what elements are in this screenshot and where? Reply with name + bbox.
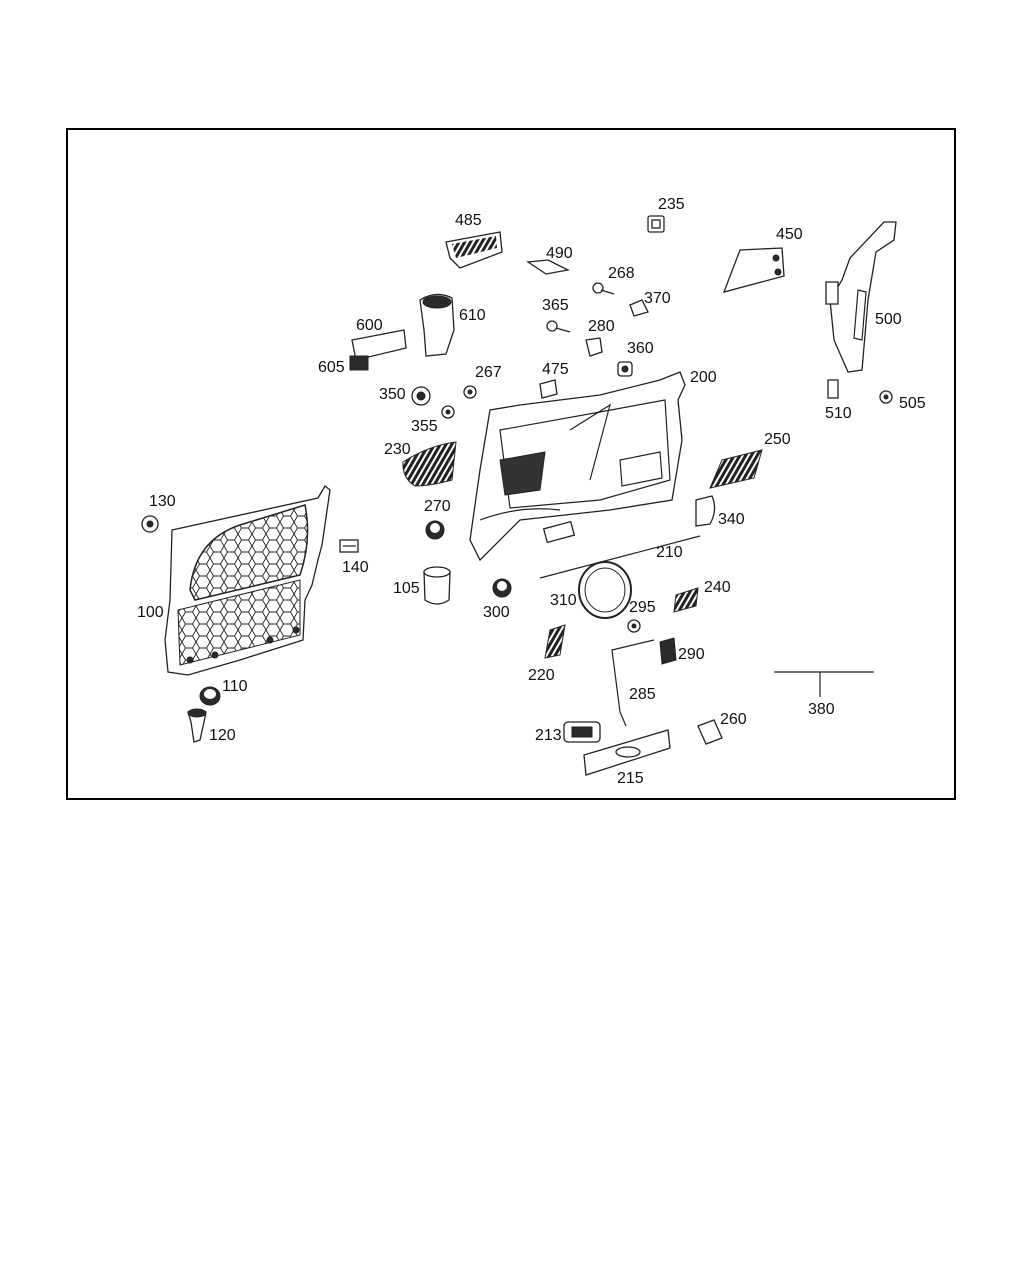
part-270-clip	[425, 520, 445, 540]
callout-450: 450	[776, 226, 803, 243]
part-260-clip	[697, 719, 723, 745]
callout-300: 300	[483, 604, 510, 621]
part-370-clip	[629, 299, 649, 317]
part-505-screw	[879, 390, 893, 404]
callout-610: 610	[459, 307, 486, 324]
part-450-panel	[722, 247, 785, 293]
callout-268: 268	[608, 265, 635, 282]
callout-355: 355	[411, 418, 438, 435]
callout-280: 280	[588, 318, 615, 335]
part-267-screw	[463, 385, 477, 399]
callout-365: 365	[542, 297, 569, 314]
callout-215: 215	[617, 770, 644, 787]
callout-270: 270	[424, 498, 451, 515]
part-295-screw	[627, 619, 641, 633]
part-110-clip	[199, 686, 221, 706]
callout-350: 350	[379, 386, 406, 403]
callout-120: 120	[209, 727, 236, 744]
part-130-push-clip	[141, 515, 159, 533]
callout-295: 295	[629, 599, 656, 616]
callout-220: 220	[528, 667, 555, 684]
callout-100: 100	[137, 604, 164, 621]
part-510-clip	[827, 379, 839, 399]
part-120-fastener	[187, 708, 207, 743]
callout-140: 140	[342, 559, 369, 576]
callout-240: 240	[704, 579, 731, 596]
callout-490: 490	[546, 245, 573, 262]
part-610-outlet-housing	[419, 293, 455, 357]
part-105-cup-holder	[423, 566, 451, 605]
part-310-seal-ring	[578, 561, 632, 619]
callout-290: 290	[678, 646, 705, 663]
part-350-grommet	[411, 386, 431, 406]
part-365-screw	[546, 320, 571, 333]
callout-213: 213	[535, 727, 562, 744]
part-340-cover	[695, 495, 716, 527]
callout-360: 360	[627, 340, 654, 357]
part-268-screw	[592, 282, 615, 295]
part-213-handle	[563, 721, 601, 743]
part-475-clip	[539, 379, 558, 399]
callout-505: 505	[899, 395, 926, 412]
callout-105: 105	[393, 580, 420, 597]
callout-500: 500	[875, 311, 902, 328]
callout-267: 267	[475, 364, 502, 381]
callout-340: 340	[718, 511, 745, 528]
callout-380: 380	[808, 701, 835, 718]
part-285-rod	[611, 639, 655, 727]
part-380-reference-line	[774, 671, 874, 697]
part-500-bracket	[825, 221, 897, 373]
callout-130: 130	[149, 493, 176, 510]
part-240-vent	[673, 587, 699, 613]
part-300-clip	[492, 578, 512, 598]
part-200-quarter-trim-panel	[469, 371, 686, 562]
part-235-cap	[647, 215, 665, 233]
callout-600: 600	[356, 317, 383, 334]
part-280-bracket	[585, 337, 603, 357]
callout-250: 250	[764, 431, 791, 448]
diagram-frame	[66, 128, 956, 800]
callout-210: 210	[656, 544, 683, 561]
part-600-switch-bezel	[351, 329, 407, 361]
callout-475: 475	[542, 361, 569, 378]
part-215-trim-plate	[583, 729, 671, 776]
part-230-speaker-grille	[402, 441, 457, 487]
callout-510: 510	[825, 405, 852, 422]
part-360-cap	[617, 361, 633, 377]
part-140-clip	[339, 539, 359, 553]
part-490-wedge	[526, 259, 571, 275]
part-485-vent-assembly	[445, 231, 503, 269]
callout-370: 370	[644, 290, 671, 307]
part-220-vent	[544, 624, 566, 659]
callout-485: 485	[455, 212, 482, 229]
callout-285: 285	[629, 686, 656, 703]
callout-200: 200	[690, 369, 717, 386]
part-210-rod	[539, 535, 701, 579]
callout-310: 310	[550, 592, 577, 609]
callout-605: 605	[318, 359, 345, 376]
callout-110: 110	[222, 678, 248, 695]
callout-235: 235	[658, 196, 685, 213]
part-290-clip	[659, 637, 677, 665]
part-250-grille	[709, 449, 763, 489]
callout-260: 260	[720, 711, 747, 728]
part-605-switch	[349, 355, 369, 371]
part-100-rear-trim-panel	[164, 485, 331, 676]
part-355-washer	[441, 405, 455, 419]
callout-230: 230	[384, 441, 411, 458]
